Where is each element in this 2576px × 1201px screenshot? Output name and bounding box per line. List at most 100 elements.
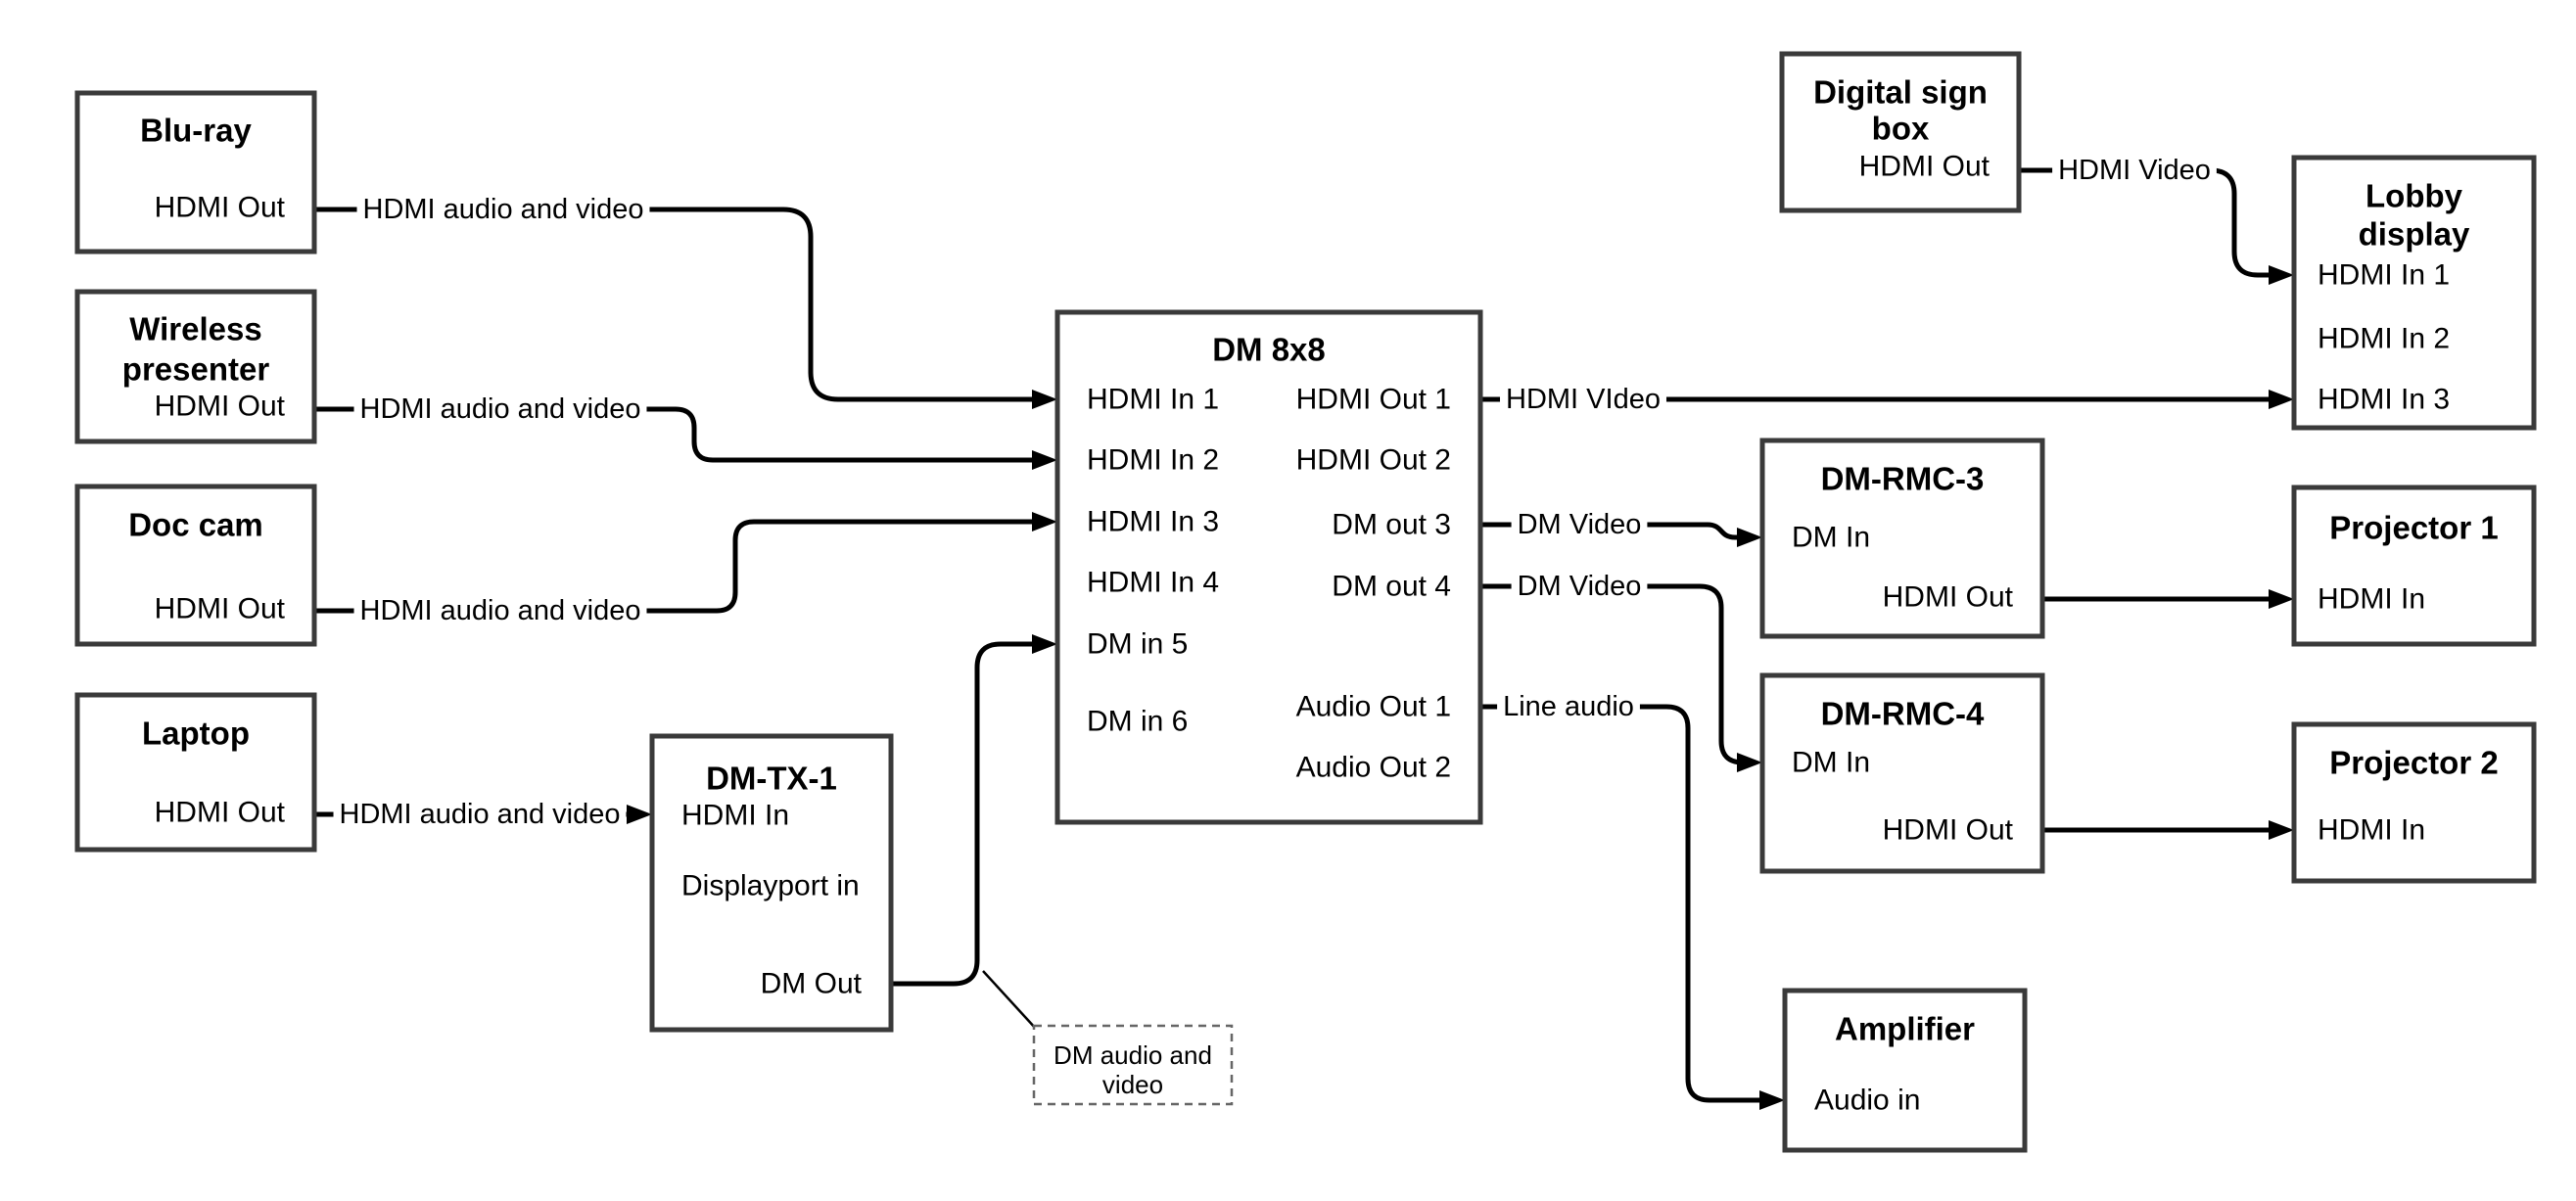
node-projector-2-title-line-1: Projector 2 [2329,745,2498,781]
connection-doc-cam-to-dm8x8-in3-segment-2 [624,519,1032,614]
connection-label-laptop-to-dmtx1: HDMI audio and video [340,799,621,830]
connection-label-dm8x8-out4-to-rmc4: DM Video [1518,571,1642,602]
annotation-dm-audio-note-line-2: video [1102,1070,1163,1099]
node-dm-rmc-3-box [1759,438,2045,639]
node-wireless-presenter-port-hdmi-out: HDMI Out [155,391,286,423]
node-dm-tx-1-box [649,733,894,1033]
node-projector-1-title-line-1: Projector 1 [2329,510,2498,546]
node-dm-tx-1-port-dm-out: DM Out [761,968,863,1000]
node-dm-8x8-box [1054,309,1483,825]
node-digital-sign-box-title-line-2: box [1872,111,1930,147]
node-projector-1: Projector 1 HDMI In [2291,485,2537,647]
node-dm-rmc-3-port-hdmi-out: HDMI Out [1883,581,2014,614]
node-lobby-display-box [2291,155,2537,431]
connection-label-blu-ray-to-dm8x8-in1: HDMI audio and video [363,194,644,225]
node-projector-2: Projector 2 HDMI In [2291,721,2537,884]
connection-dmtx1-to-dm8x8-in5 [891,641,1032,987]
connection-label-dm8x8-audio1-to-amplifier: Line audio [1503,691,1634,722]
node-blu-ray-box [74,90,317,254]
connection-wireless-to-dm8x8-in2-segment-2 [624,406,1032,463]
connections-layer [314,167,2294,1110]
node-lobby-display-title-line-2: display [2359,216,2470,253]
node-amplifier-box [1782,988,2028,1153]
node-projector-1-port-hdmi-in: HDMI In [2318,583,2425,616]
node-dm-tx-1-port-displayport-in: Displayport in [681,870,860,902]
node-projector-2-port-hdmi-in: HDMI In [2318,814,2425,847]
node-dm-rmc-4: DM-RMC-4 DM In HDMI Out [1759,672,2045,874]
connection-label-wireless-to-dm8x8-in2: HDMI audio and video [360,393,641,425]
connection-dm8x8-out4-to-rmc4-segment-2 [1635,583,1744,765]
connection-blu-ray-to-dm8x8-in1-segment-2 [628,207,1032,402]
connection-label-bg-dm8x8-out4-to-rmc4 [1511,567,1648,606]
arrowhead-rmc4-to-projector2 [2269,820,2294,840]
node-blu-ray-port-hdmi-out: HDMI Out [155,192,286,224]
node-dm-8x8-port-hdmi-in-1: HDMI In 1 [1087,384,1219,416]
node-dm-tx-1-port-hdmi-in: HDMI In [681,800,789,832]
connection-label-dm8x8-out1-to-lobby-in3: HDMI VIdeo [1506,384,1661,415]
arrowhead-dm8x8-out3-to-rmc3 [1737,528,1762,547]
node-amplifier-port-audio-in: Audio in [1814,1085,1920,1117]
connection-label-bg-digital-sign-to-lobby-in1 [2052,151,2217,190]
connection-dm8x8-audio1-to-amplifier-segment-2 [1627,704,1759,1103]
node-dm-rmc-3-port-dm-in: DM In [1792,522,1870,554]
connection-label-dm8x8-out3-to-rmc3: DM Video [1518,509,1642,540]
node-dm-8x8-port-dm-out-3: DM out 3 [1332,509,1451,541]
node-dm-8x8-port-hdmi-in-4: HDMI In 4 [1087,567,1219,599]
node-wireless-presenter-box [74,289,317,444]
node-dm-8x8-port-hdmi-out-2: HDMI Out 2 [1296,444,1451,477]
connection-label-digital-sign-to-lobby-in1: HDMI Video [2058,155,2211,186]
connection-label-bg-dm8x8-out3-to-rmc3 [1511,505,1648,544]
arrowhead-blu-ray-to-dm8x8-in1 [1032,390,1057,409]
connection-label-bg-blu-ray-to-dm8x8-in1 [356,190,650,229]
connection-digital-sign-to-lobby-in1-segment-2 [2205,167,2269,278]
node-dm-8x8-port-dm-in-5: DM in 5 [1087,628,1188,661]
node-dm-rmc-3-title-line-1: DM-RMC-3 [1821,461,1985,497]
node-digital-sign-box-port-hdmi-out: HDMI Out [1859,151,1991,183]
arrowhead-laptop-to-dmtx1 [627,805,652,824]
node-dm-8x8-title-line-1: DM 8x8 [1212,332,1326,368]
arrowhead-dm8x8-out1-to-lobby-in3 [2269,390,2294,409]
connection-label-doc-cam-to-dm8x8-in3: HDMI audio and video [360,595,641,626]
node-dm-rmc-4-port-dm-in: DM In [1792,747,1870,779]
arrowhead-dmtx1-to-dm8x8-in5 [1032,634,1057,654]
node-dm-rmc-4-port-hdmi-out: HDMI Out [1883,814,2014,847]
connection-dm8x8-out3-to-rmc3-segment-2 [1635,522,1739,540]
connection-label-bg-dm8x8-out1-to-lobby-in3 [1500,380,1666,419]
node-dm-rmc-4-box [1759,672,2045,874]
arrowhead-dm8x8-audio1-to-amplifier [1759,1090,1785,1110]
node-dm-rmc-3: DM-RMC-3 DM In HDMI Out [1759,438,2045,639]
node-dm-8x8-port-hdmi-in-3: HDMI In 3 [1087,506,1219,538]
node-lobby-display-port-hdmi-in-2: HDMI In 2 [2318,323,2450,355]
node-doc-cam-box [74,484,317,647]
node-laptop-port-hdmi-out: HDMI Out [155,797,286,829]
leader-line-note-leader [982,970,1037,1030]
node-laptop-title-line-1: Laptop [142,716,250,752]
node-blu-ray-title-line-1: Blu-ray [140,113,252,149]
node-dm-8x8-port-hdmi-out-1: HDMI Out 1 [1296,384,1451,416]
node-dm-8x8-port-hdmi-in-2: HDMI In 2 [1087,444,1219,477]
node-projector-2-box [2291,721,2537,884]
node-dm-8x8-port-dm-out-4: DM out 4 [1332,571,1451,603]
node-laptop-box [74,692,317,853]
node-doc-cam-port-hdmi-out: HDMI Out [155,593,286,625]
node-dm-rmc-4-title-line-1: DM-RMC-4 [1821,696,1985,732]
node-dm-8x8-port-dm-in-6: DM in 6 [1087,706,1188,738]
annotation-dm-audio-note-box [1032,1024,1234,1106]
arrowhead-digital-sign-to-lobby-in1 [2269,265,2294,285]
node-lobby-display-port-hdmi-in-3: HDMI In 3 [2318,384,2450,416]
node-wireless-presenter-title-line-2: presenter [122,351,270,388]
node-digital-sign-box-box [1779,51,2022,213]
node-lobby-display-title-line-1: Lobby [2365,178,2463,214]
node-dm-8x8-port-audio-out-1: Audio Out 1 [1296,691,1451,723]
node-digital-sign-box-title-line-1: Digital sign [1813,74,1988,111]
connection-label-bg-doc-cam-to-dm8x8-in3 [353,591,647,630]
